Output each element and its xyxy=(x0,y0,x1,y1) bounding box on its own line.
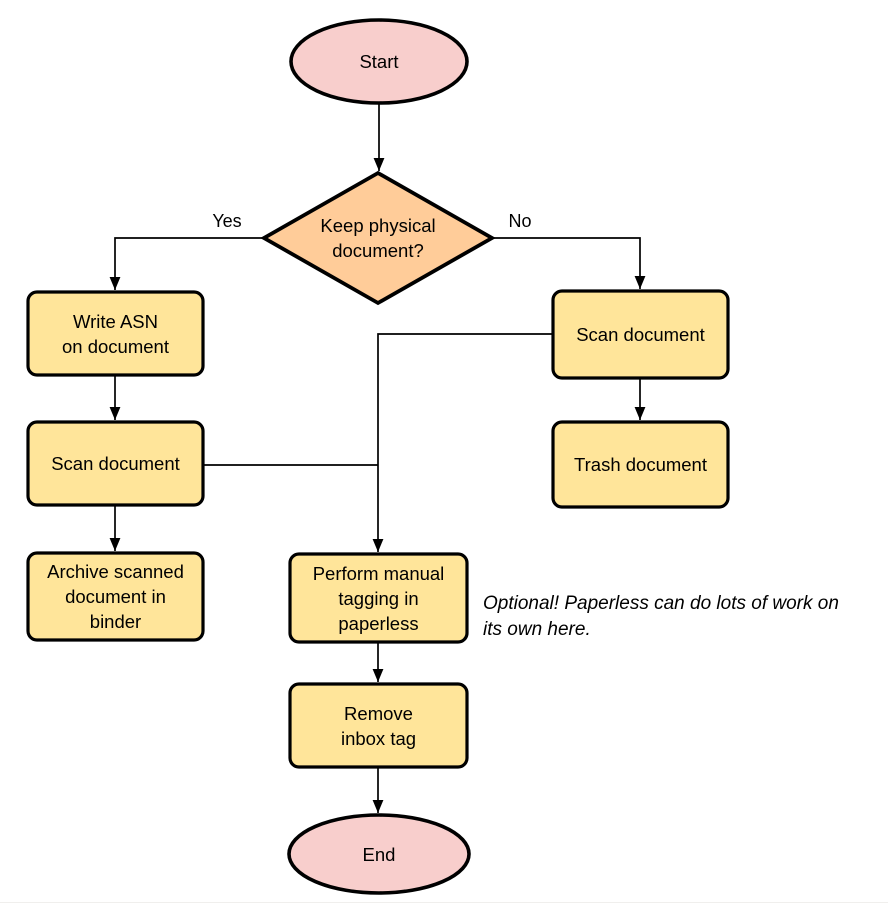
start-node-shape xyxy=(289,18,469,105)
scan-left-node-shape xyxy=(26,420,205,507)
edge-scan-right-to-tagging xyxy=(372,333,553,552)
trash-node-shape xyxy=(551,420,730,509)
tagging-node-shape xyxy=(288,552,469,644)
no-branch-label: No xyxy=(508,211,532,231)
decision-node-shape xyxy=(260,170,496,306)
scan-right-node-shape xyxy=(551,289,730,380)
remove-inbox-node-shape xyxy=(288,682,469,769)
archive-node-shape xyxy=(26,551,205,642)
edge-decision-no-to-scan-right xyxy=(492,237,646,289)
edge-decision-yes-to-write-asn xyxy=(109,237,264,290)
yes-branch-label: Yes xyxy=(212,211,242,231)
write-asn-node-shape xyxy=(26,290,205,377)
end-node-shape xyxy=(287,813,471,895)
optional-annotation: Optional! Paperless can do lots of work … xyxy=(483,593,839,640)
page-bottom-divider xyxy=(0,902,888,903)
